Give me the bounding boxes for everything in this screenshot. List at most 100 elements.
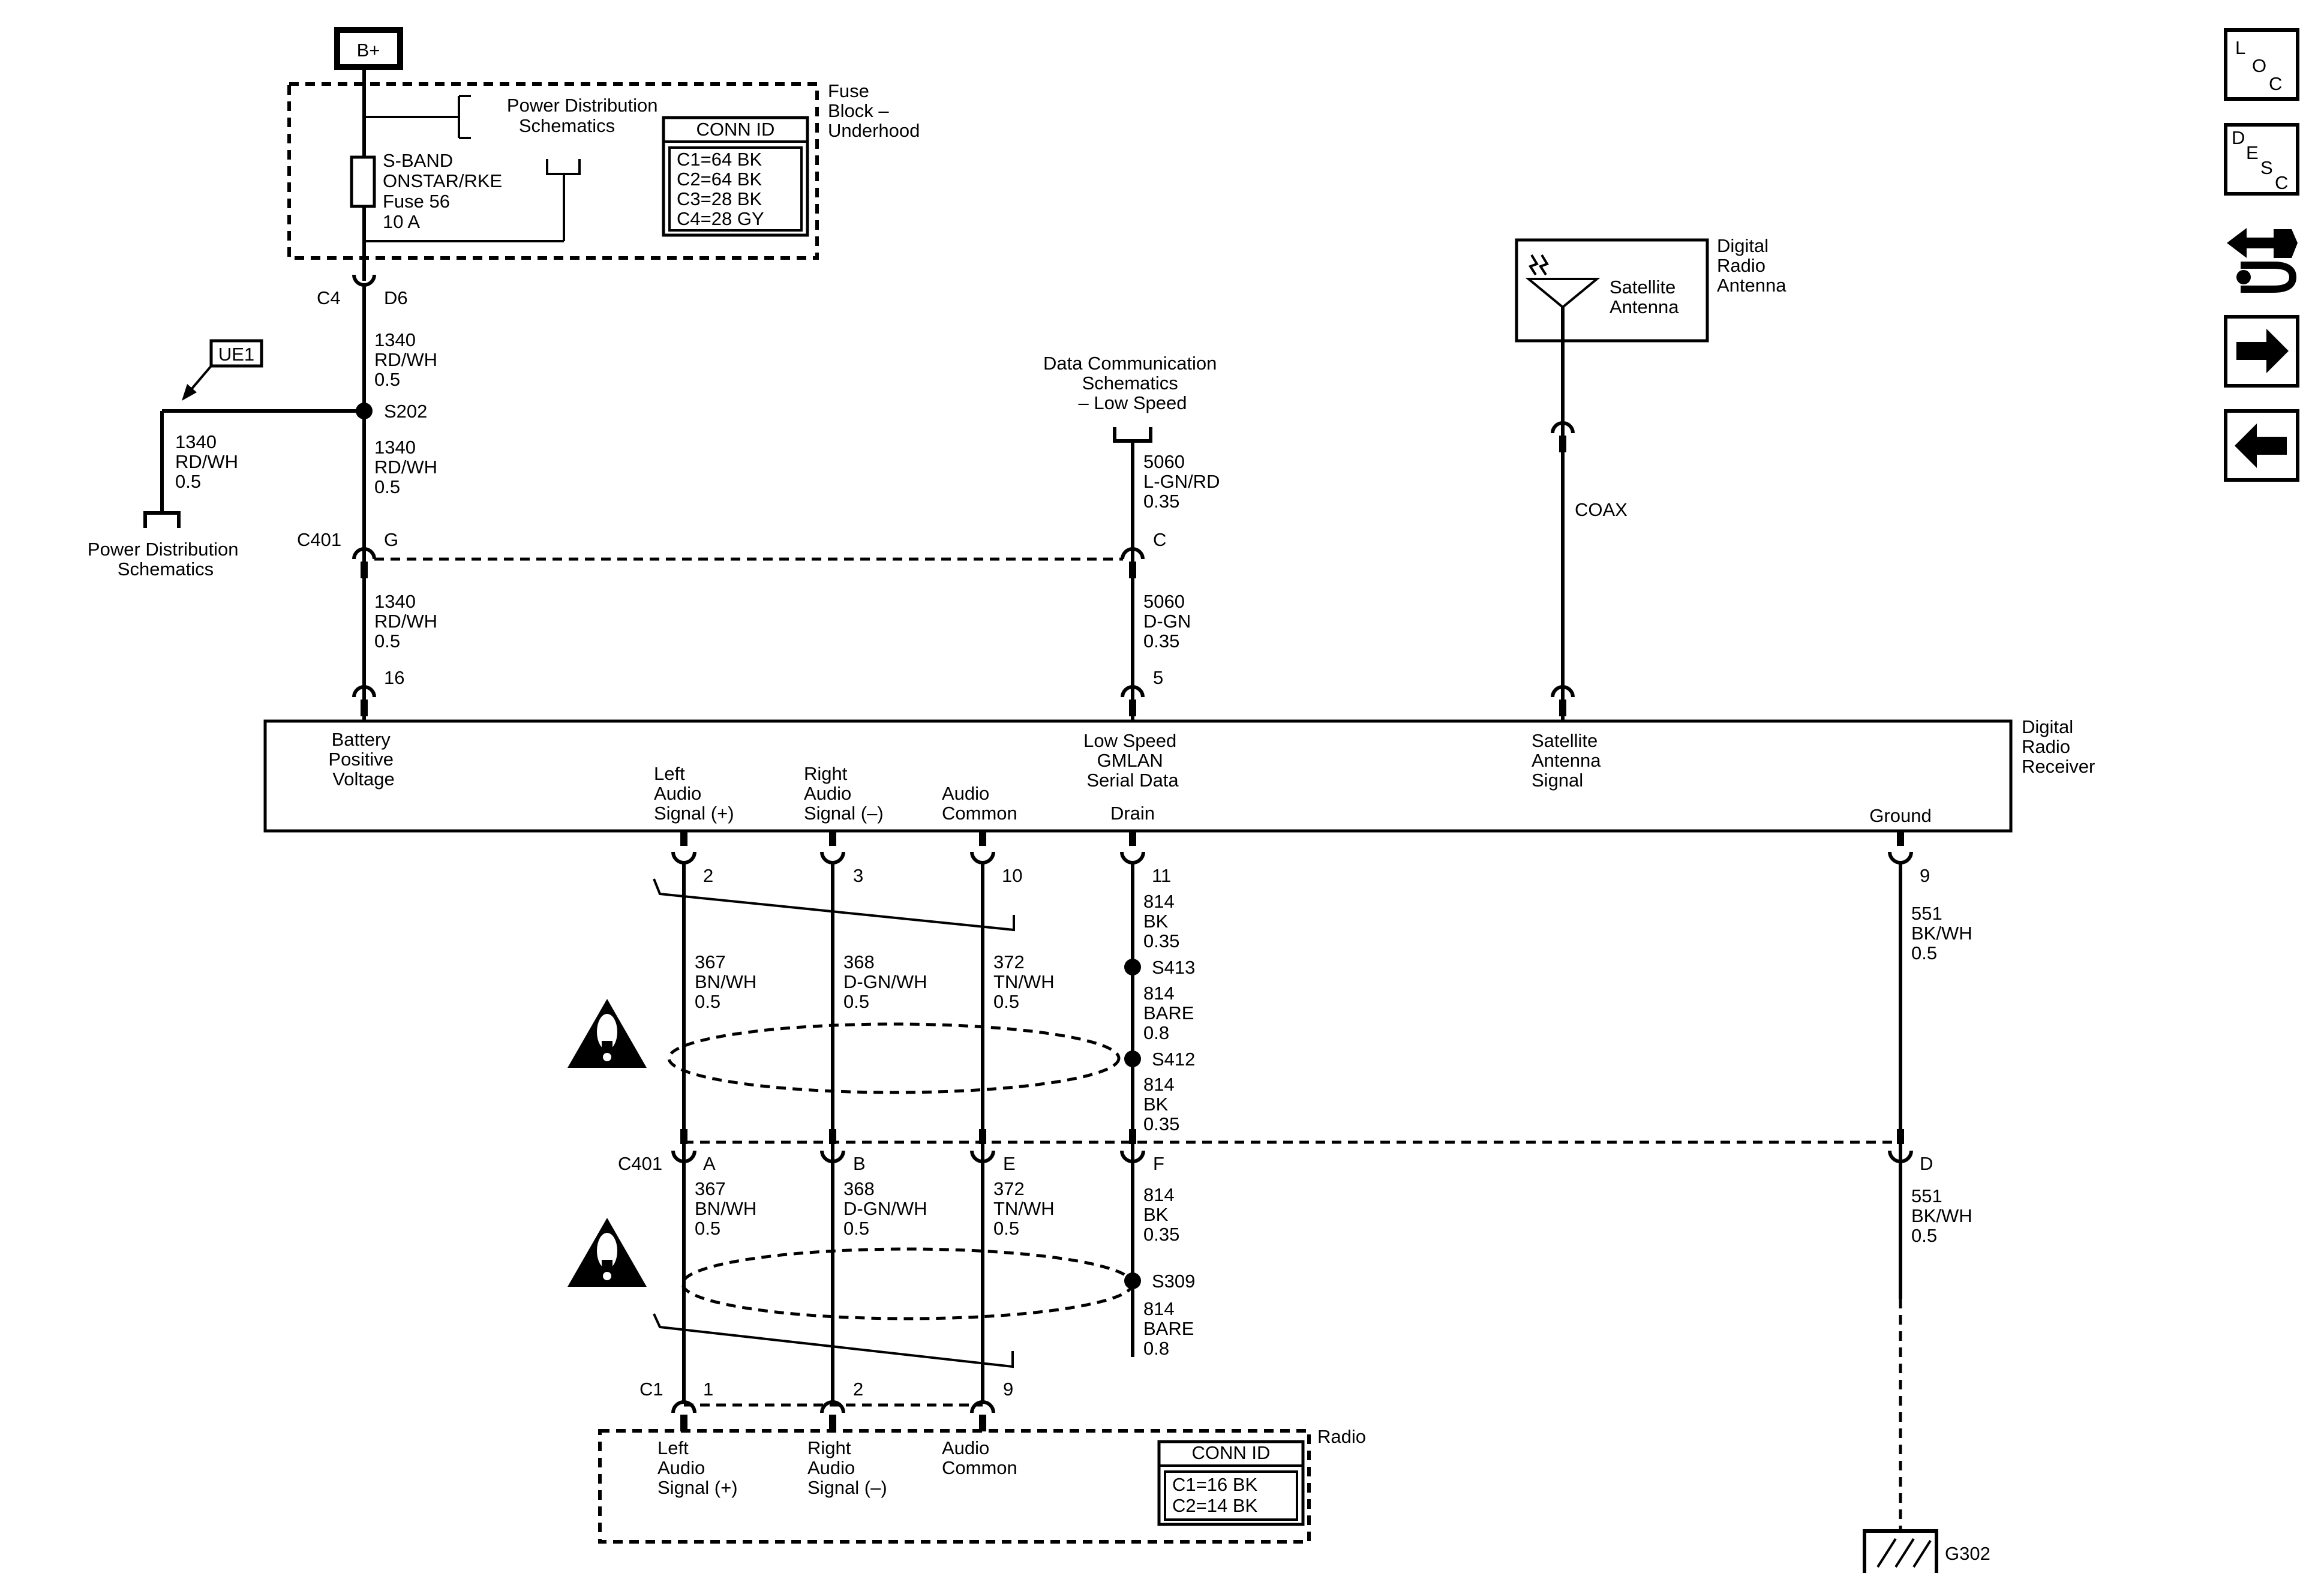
receiver-battery-label: Battery Positive Voltage xyxy=(328,729,398,789)
wire-814-label-b: 814 BK 0.35 xyxy=(1143,1074,1179,1134)
ue1-ref-box xyxy=(209,339,263,368)
ground-g302-symbol xyxy=(1863,1529,1938,1573)
svg-text:C: C xyxy=(2269,73,2282,94)
arrow-right-icon[interactable] xyxy=(2224,315,2299,388)
battery-terminal: B+ xyxy=(334,27,403,70)
loc-button[interactable]: L O C xyxy=(2224,28,2299,101)
svg-text:C2=64 BK: C2=64 BK xyxy=(677,169,762,190)
svg-text:C4=28 GY: C4=28 GY xyxy=(677,208,764,229)
wire-1340-label-a: 1340 RD/WH 0.5 xyxy=(374,329,443,390)
receiver-name: Digital Radio Receiver xyxy=(2022,716,2095,777)
pin-f-label: F xyxy=(1153,1153,1164,1174)
c401-upper-connector-a xyxy=(352,547,376,560)
battery-feed-circuit: C4 D6 1340 RD/WH 0.5 UE1 S202 1340 RD/WH… xyxy=(88,274,1123,721)
pin-2-label: 2 xyxy=(703,865,713,886)
wire-372-label-b: 372 TN/WH 0.5 xyxy=(993,1178,1059,1239)
wire-814-bare-label-b: 814 BARE 0.8 xyxy=(1143,1298,1199,1359)
data-communication-circuit: Data Communication Schematics – Low Spee… xyxy=(1043,353,1225,721)
radio-name: Radio xyxy=(1317,1426,1366,1447)
satellite-antenna-label: Satellite Antenna xyxy=(1610,277,1681,317)
ground-g302-label: G302 xyxy=(1945,1543,1990,1564)
c1-connector-label: C1 xyxy=(639,1379,663,1400)
receiver-pin-16-connector xyxy=(352,685,376,698)
caution-icon xyxy=(568,1218,647,1287)
pd-schematics-ref: Power Distribution Schematics xyxy=(88,539,244,580)
audio-wiring: 2 3 10 11 9 367 BN/WH 0.5 368 D-GN/WH 0.… xyxy=(568,831,1990,1573)
splice-s413-dot xyxy=(1124,959,1141,975)
radio-component: Radio Left Audio Signal (+) Right Audio … xyxy=(598,1426,1366,1544)
splice-s202-label: S202 xyxy=(384,401,427,422)
svg-text:C1=64 BK: C1=64 BK xyxy=(677,149,762,170)
wire-5060-label-a: 5060 L-GN/RD 0.35 xyxy=(1143,451,1225,512)
pin-5-label: 5 xyxy=(1153,667,1163,688)
antenna-icon xyxy=(1525,278,1601,309)
svg-text:O: O xyxy=(2252,55,2266,76)
c401-pin-g-label: G xyxy=(384,529,398,550)
wire-1340-label-d: 1340 RD/WH 0.5 xyxy=(374,591,443,652)
receiver-left-audio-label: Left Audio Signal (+) xyxy=(654,763,734,824)
splice-s309-label: S309 xyxy=(1152,1271,1195,1292)
receiver-drain-label: Drain xyxy=(1110,803,1155,824)
c401-upper-label: C401 xyxy=(297,529,341,550)
nav-panel: L O C D E S C xyxy=(2224,28,2299,482)
receiver-pin-9-connector xyxy=(1888,851,1913,864)
svg-text:C: C xyxy=(2275,172,2288,193)
pin-10-label: 10 xyxy=(1002,865,1022,886)
c1-connector-pin-9 xyxy=(970,1400,995,1413)
coax-label: COAX xyxy=(1575,499,1628,520)
shield-upper xyxy=(667,1022,1121,1094)
battery-label: B+ xyxy=(357,40,380,61)
fuse-block-underhood: Fuse Block – Underhood Power Distributio… xyxy=(287,67,920,281)
svg-text:C3=28 BK: C3=28 BK xyxy=(677,188,762,209)
wire-814-label-a: 814 BK 0.35 xyxy=(1143,891,1179,951)
ue1-label: UE1 xyxy=(218,344,254,365)
caution-icon xyxy=(568,999,647,1068)
svg-text:L: L xyxy=(2235,37,2245,58)
splice-s412-dot xyxy=(1124,1050,1141,1067)
svg-text:C1=16 BK: C1=16 BK xyxy=(1172,1474,1258,1495)
c1-pin-9-label: 9 xyxy=(1003,1379,1013,1400)
svg-text:S: S xyxy=(2260,157,2273,178)
pin-e-label: E xyxy=(1003,1153,1016,1174)
receiver-right-audio-label: Right Audio Signal (–) xyxy=(804,763,884,824)
pin-3-label: 3 xyxy=(853,865,863,886)
fuse-56-symbol xyxy=(350,155,376,208)
splice-s412-label: S412 xyxy=(1152,1049,1195,1070)
wire-551-label-a: 551 BK/WH 0.5 xyxy=(1911,903,1977,963)
shield-lower xyxy=(681,1247,1134,1320)
c401-pin-c-label: C xyxy=(1153,529,1166,550)
radio-audio-common-label: Audio Common xyxy=(942,1437,1017,1478)
data-comm-ref: Data Communication Schematics – Low Spee… xyxy=(1043,353,1222,413)
pin-11-label: 11 xyxy=(1152,865,1171,886)
receiver-pin-11-connector xyxy=(1120,851,1145,864)
receiver-pin-5-connector xyxy=(1121,685,1145,698)
svg-text:CONN ID: CONN ID xyxy=(1192,1442,1271,1463)
svg-text:CONN ID: CONN ID xyxy=(696,119,775,140)
radio-left-audio-label: Left Audio Signal (+) xyxy=(657,1437,738,1498)
c401-lower-connector-f xyxy=(1120,1150,1145,1163)
receiver-sat-label: Satellite Antenna Signal xyxy=(1532,730,1606,791)
receiver-pin-2-connector xyxy=(671,851,696,864)
fuse-block-conn-id: CONN ID C1=64 BK C2=64 BK C3=28 BK C4=28… xyxy=(662,116,809,237)
wire-368-label-b: 368 D-GN/WH 0.5 xyxy=(843,1178,932,1239)
pin-a-label: A xyxy=(703,1153,716,1174)
c401-lower-connector-b xyxy=(820,1150,845,1163)
svg-text:D: D xyxy=(2232,127,2245,148)
c401-lower-connector-a xyxy=(671,1150,696,1163)
digital-radio-receiver: Digital Radio Receiver Battery Positive … xyxy=(263,716,2095,833)
pin-d-label: D xyxy=(1920,1153,1933,1174)
svg-text:E: E xyxy=(2246,142,2259,163)
receiver-low-speed-label: Low Speed GMLAN Serial Data xyxy=(1083,730,1182,791)
c401-lower-connector-e xyxy=(970,1150,995,1163)
arrow-left-icon[interactable] xyxy=(2224,409,2299,482)
wire-5060-label-b: 5060 D-GN 0.35 xyxy=(1143,591,1196,652)
desc-button[interactable]: D E S C xyxy=(2224,123,2299,196)
digital-radio-antenna: Digital Radio Antenna Satellite Antenna … xyxy=(1515,235,1786,721)
receiver-pin-3-connector xyxy=(820,851,845,864)
wire-814-bare-label-a: 814 BARE 0.8 xyxy=(1143,983,1199,1043)
c401-lower-connector-d xyxy=(1888,1150,1913,1163)
connector-tool-icon[interactable] xyxy=(2227,228,2298,293)
pin-b-label: B xyxy=(853,1153,866,1174)
c4-pin-label: D6 xyxy=(384,287,408,308)
